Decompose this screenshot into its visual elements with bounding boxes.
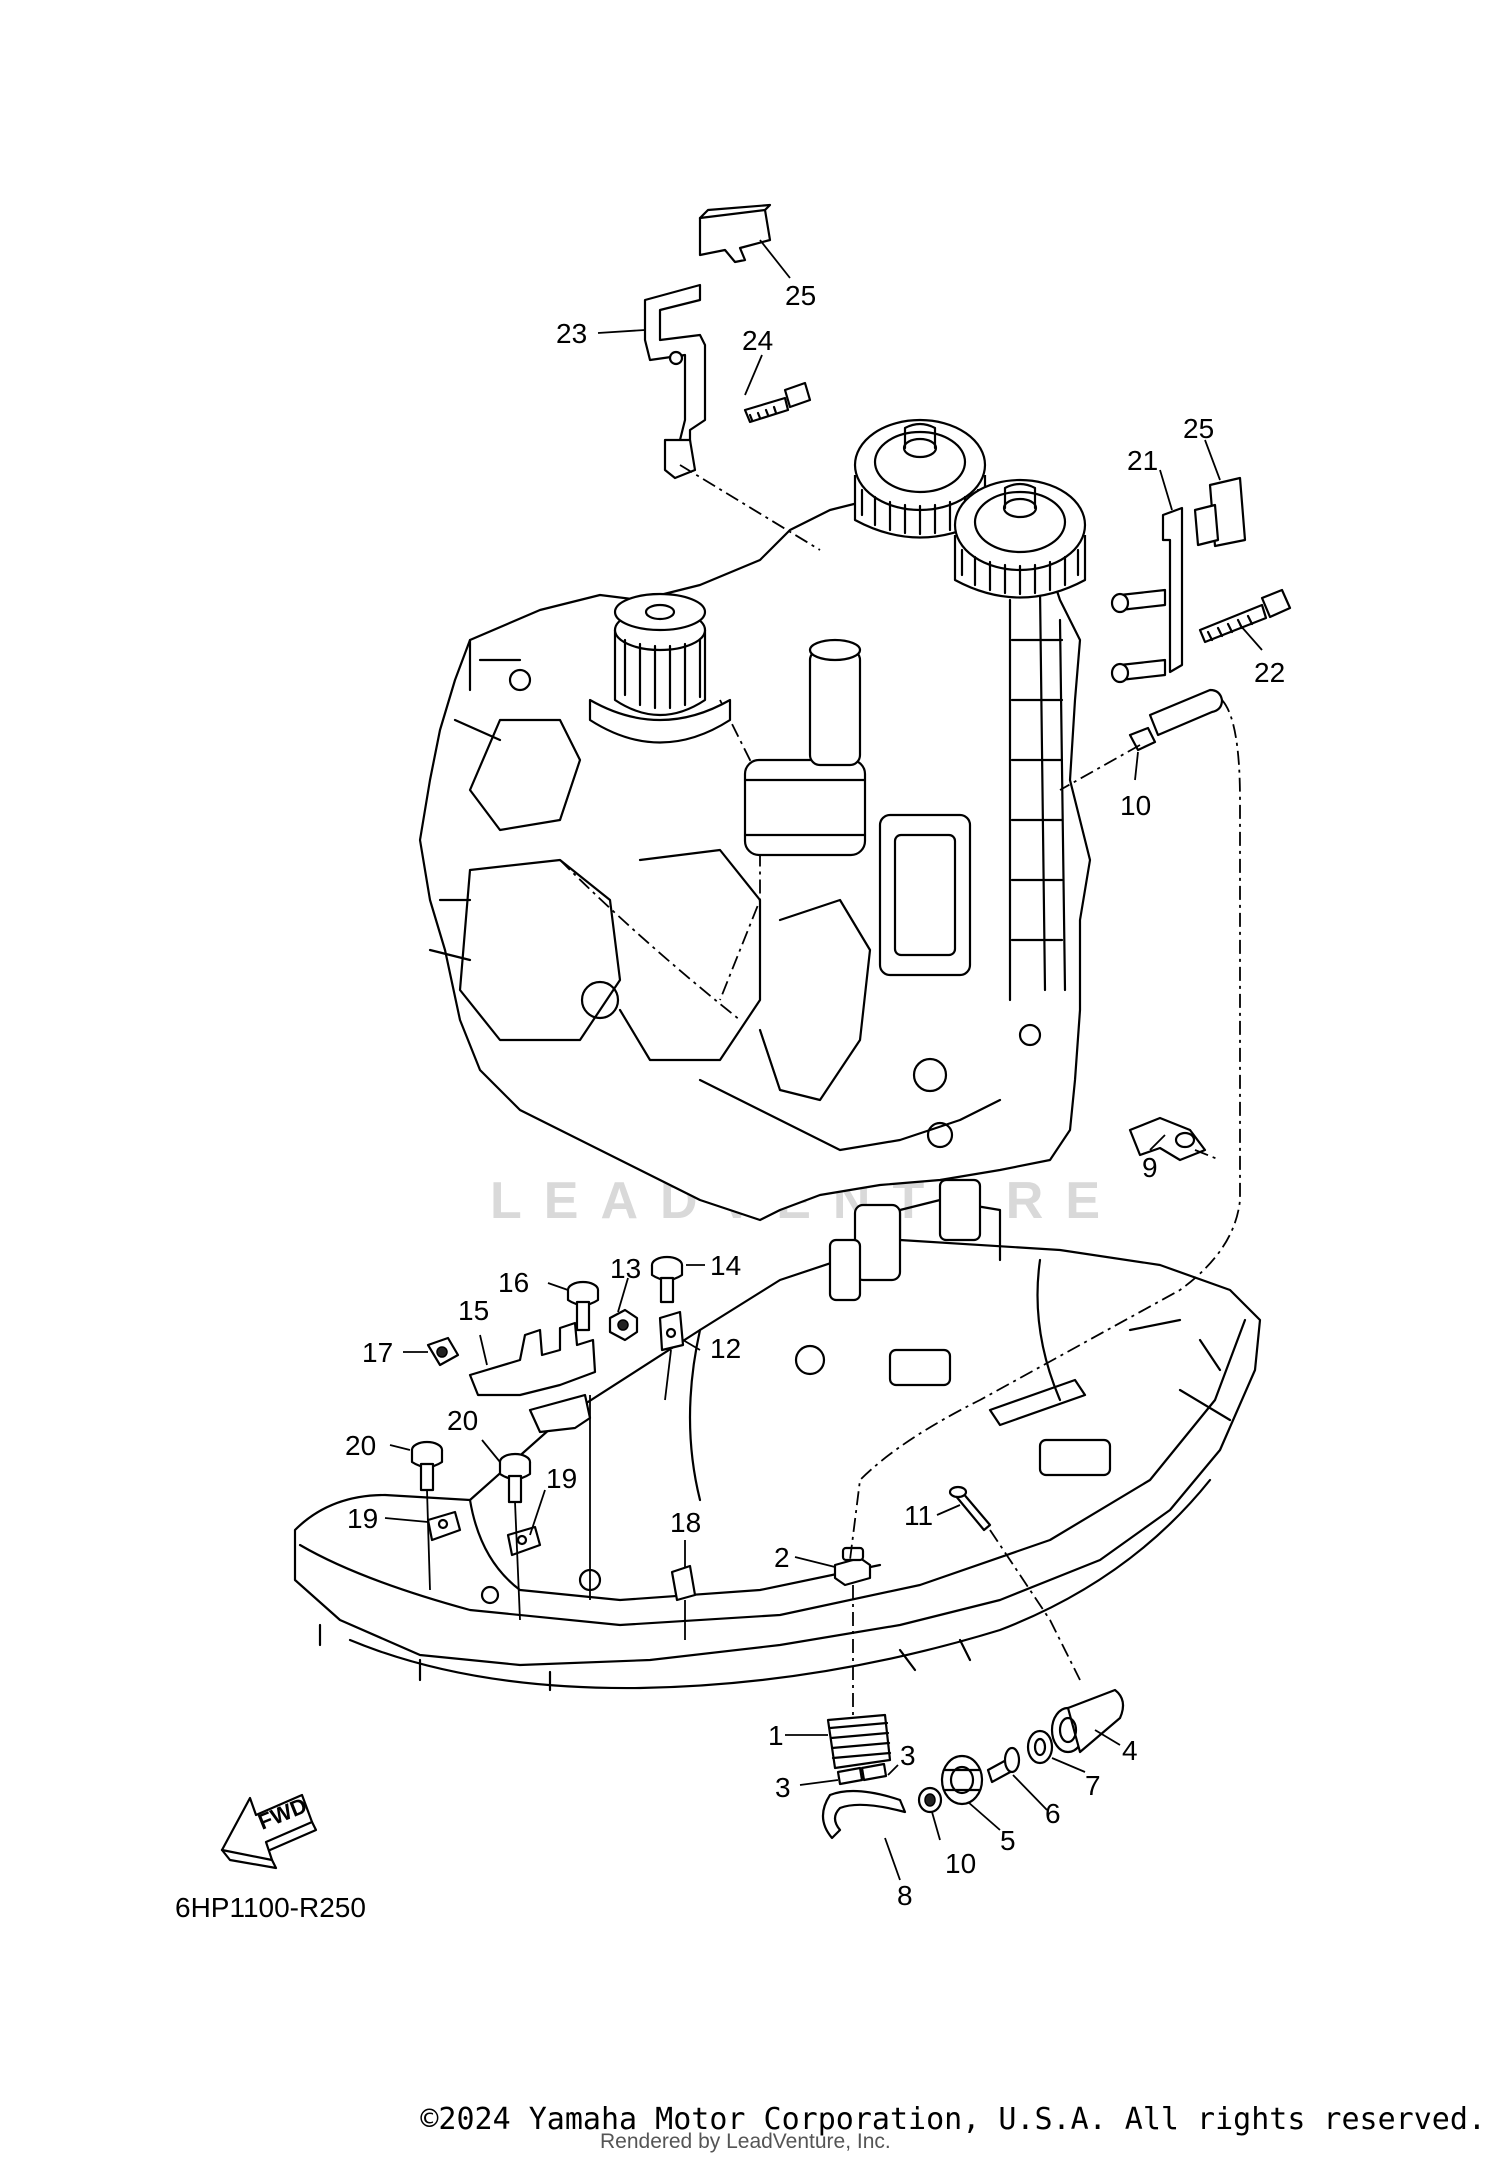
callout-2: 2 xyxy=(774,1542,790,1573)
assembly-line-12 xyxy=(664,1349,672,1401)
camshaft-sprocket-left xyxy=(853,418,987,539)
callout-6: 6 xyxy=(1045,1798,1061,1829)
callout-18: 18 xyxy=(670,1507,701,1538)
bottom-cowling xyxy=(293,1178,1262,1692)
part-15-harness-bracket xyxy=(468,1321,597,1434)
callout-17: 17 xyxy=(362,1337,393,1368)
part-22-bolt xyxy=(1198,588,1292,644)
callout-3-left: 3 xyxy=(775,1772,791,1803)
callout-8: 8 xyxy=(897,1880,913,1911)
part-20-bolt-left xyxy=(410,1440,444,1492)
callout-leaders xyxy=(384,239,1263,1881)
callout-19-right: 19 xyxy=(546,1463,577,1494)
callout-20-right: 20 xyxy=(447,1405,478,1436)
part-12-clamp xyxy=(658,1310,685,1352)
part-19-clip-left xyxy=(426,1510,462,1542)
part-25-cap-right xyxy=(1193,476,1247,548)
copyright-notice: ©2024 Yamaha Motor Corporation, U.S.A. A… xyxy=(420,2102,1486,2137)
callout-24: 24 xyxy=(742,325,773,356)
callout-14: 14 xyxy=(710,1250,741,1281)
part-4-cap xyxy=(1050,1688,1125,1754)
part-1-flush-adapter xyxy=(826,1713,892,1770)
callout-22: 22 xyxy=(1254,657,1285,688)
part-6-fitting xyxy=(986,1746,1021,1784)
callout-3-right: 3 xyxy=(900,1740,916,1771)
part-21-bracket xyxy=(1110,506,1184,684)
assembly-line-20-right xyxy=(514,1501,521,1621)
assembly-line-9 xyxy=(1194,1149,1221,1161)
engine-block xyxy=(418,418,1092,1222)
diagram-code: 6HP1100-R250 xyxy=(175,1892,366,1923)
assembly-line-23 xyxy=(679,464,821,551)
part-9-clip xyxy=(1128,1116,1207,1162)
callout-16: 16 xyxy=(498,1267,529,1298)
callout-5: 5 xyxy=(1000,1825,1016,1856)
assembly-line-11 xyxy=(989,1529,1081,1681)
callout-10-lower: 10 xyxy=(945,1848,976,1879)
part-17-clip xyxy=(426,1336,460,1367)
callout-1: 1 xyxy=(768,1720,784,1751)
callout-20-left: 20 xyxy=(345,1430,376,1461)
part-11-screw xyxy=(948,1485,992,1532)
callout-15: 15 xyxy=(458,1295,489,1326)
breather-hose-upper xyxy=(1148,688,1224,737)
starter-motor xyxy=(743,638,867,857)
callout-7: 7 xyxy=(1085,1770,1101,1801)
part-8-hose xyxy=(821,1789,907,1840)
part-10-clip-top xyxy=(1128,726,1157,752)
callout-9: 9 xyxy=(1142,1152,1158,1183)
callout-labels: 25 23 24 25 21 22 10 9 16 13 14 12 15 17… xyxy=(345,280,1285,1911)
crankshaft-boss xyxy=(588,592,732,744)
part-24-bolt xyxy=(743,381,812,424)
callout-11: 11 xyxy=(904,1500,933,1531)
callout-25-right: 25 xyxy=(1183,413,1214,444)
callout-13: 13 xyxy=(610,1253,641,1284)
fwd-arrow-icon: FWD xyxy=(220,1793,318,1870)
part-3-clamps xyxy=(836,1762,888,1786)
callout-4: 4 xyxy=(1122,1735,1138,1766)
callout-25-top: 25 xyxy=(785,280,816,311)
part-2-nut xyxy=(833,1546,872,1587)
assembly-line-hose xyxy=(849,699,1241,1561)
part-7-washer xyxy=(1026,1729,1054,1765)
part-16-bolt xyxy=(566,1280,600,1332)
part-25-cap-top xyxy=(698,203,772,264)
part-5-connector xyxy=(940,1754,984,1806)
part-14-bolt xyxy=(650,1255,684,1304)
part-23-bracket xyxy=(643,283,707,480)
rendered-by-notice: Rendered by LeadVenture, Inc. xyxy=(600,2130,891,2153)
part-13-nut xyxy=(608,1308,639,1342)
callout-12: 12 xyxy=(710,1333,741,1364)
assembly-line-20-left xyxy=(426,1489,431,1591)
callout-23: 23 xyxy=(556,318,587,349)
camshaft-sprocket-right xyxy=(953,478,1087,599)
part-10-clip-lower xyxy=(917,1786,943,1814)
part-18-grommet xyxy=(670,1564,697,1602)
callout-19-left: 19 xyxy=(347,1503,378,1534)
callout-21: 21 xyxy=(1127,445,1158,476)
callout-10-top: 10 xyxy=(1120,790,1151,821)
